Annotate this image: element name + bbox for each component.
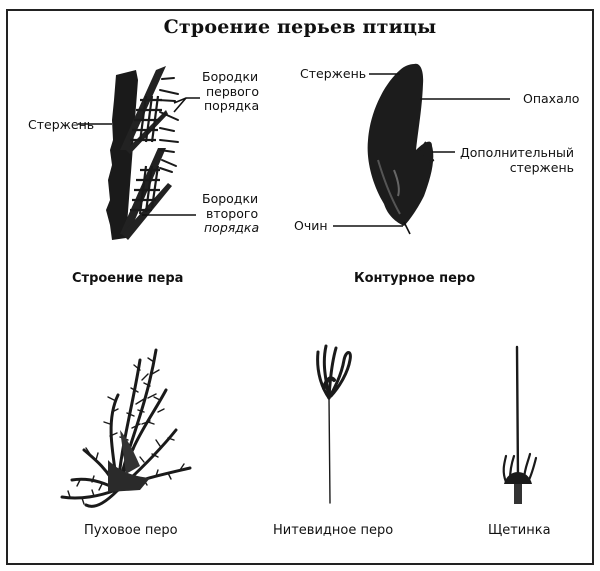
label-barbs-first-line2: первого	[206, 83, 260, 99]
label-contour-quill: Очин	[294, 218, 328, 233]
diagram-title: Строение перьев птицы	[163, 16, 437, 38]
label-aftershaft-line1: Дополнительный	[460, 145, 575, 160]
label-aftershaft-line2: стержень	[509, 160, 575, 175]
caption-filoplume: Нитевидное перо	[273, 523, 394, 538]
label-barbs-second-line3: порядка	[204, 220, 260, 235]
label-barbs-second-line1: Бородки	[202, 191, 259, 206]
bristle-illustration	[502, 345, 538, 504]
diagram-frame	[6, 9, 594, 565]
label-barbs-first-line3: порядка	[204, 98, 260, 113]
label-barbs-second-line2: второго	[206, 205, 259, 221]
caption-down-feather: Пуховое перо	[84, 523, 178, 538]
label-contour-aftershaft: Дополнительный стержень	[460, 145, 574, 175]
caption-bristle: Щетинка	[488, 523, 551, 538]
label-contour-vane: Опахало	[523, 91, 580, 106]
label-contour-shaft: Стержень	[300, 66, 367, 81]
label-structure-shaft: Стержень	[28, 117, 95, 132]
label-barbs-first-line1: Бородки	[202, 69, 259, 84]
feather-structure-illustration	[78, 66, 200, 240]
label-barbs-first-order: Бородки первого порядка	[202, 69, 260, 114]
label-barbs-second-order: Бородки второго порядка	[202, 191, 260, 236]
filoplume-illustration	[316, 344, 352, 504]
down-feather-illustration	[60, 348, 192, 508]
caption-feather-structure: Строение пера	[72, 271, 184, 286]
caption-contour-feather: Контурное перо	[354, 271, 476, 286]
contour-feather-illustration	[333, 63, 510, 235]
